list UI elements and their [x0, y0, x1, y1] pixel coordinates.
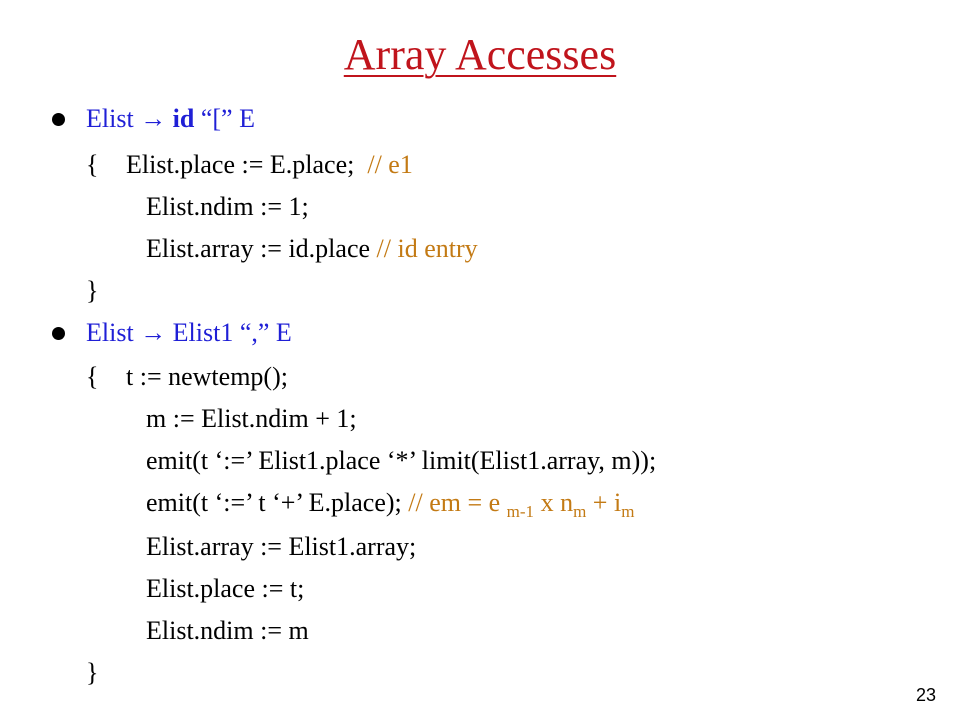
rule2-line5: Elist.array := Elist1.array; [146, 530, 416, 564]
rule2-line1: { t := newtemp(); [86, 360, 288, 394]
rule2-line1-code: t := newtemp(); [126, 362, 288, 391]
arrow-icon: → [140, 104, 167, 133]
rule2-line6: Elist.place := t; [146, 572, 304, 606]
slide-title: Array Accesses [0, 26, 960, 84]
subscript-m-1: m-1 [506, 502, 535, 522]
rule2-close-brace-text: } [86, 658, 99, 687]
rule2-line7-code: Elist.ndim := m [146, 616, 309, 645]
rule2-line2-code: m := Elist.ndim + 1; [146, 404, 357, 433]
bullet-rule-2 [52, 327, 65, 340]
rule1-line2: Elist.ndim := 1; [146, 190, 309, 224]
rule2-open-brace: { [86, 362, 99, 391]
rule2-line3-code: emit(t ‘:=’ Elist1.place ‘*’ limit(Elist… [146, 446, 657, 475]
rule1-line3-code: Elist.array := id.place [146, 234, 371, 263]
rule2-production: Elist → Elist1 “,” E [86, 316, 292, 350]
rule2-lhs: Elist [86, 318, 134, 347]
rule2-line5-code: Elist.array := Elist1.array; [146, 532, 417, 561]
comment-part-a: // em = e [408, 488, 501, 517]
rule2-rest: Elist1 “,” E [172, 318, 292, 347]
comment-part-c: + i [592, 488, 622, 517]
rule1-lhs: Elist [86, 104, 134, 133]
bullet-rule-1 [52, 113, 65, 126]
rule2-line6-code: Elist.place := t; [146, 574, 305, 603]
rule2-line2: m := Elist.ndim + 1; [146, 402, 357, 436]
rule1-rest: “[” E [200, 104, 255, 133]
page-number: 23 [915, 685, 936, 705]
comment-part-b: x n [540, 488, 574, 517]
rule2-line7: Elist.ndim := m [146, 614, 309, 648]
rule2-close-brace: } [86, 656, 98, 690]
rule1-id: id [172, 104, 195, 133]
slide-title-text: Array Accesses [343, 30, 617, 79]
rule1-line3: Elist.array := id.place // id entry [146, 232, 478, 266]
subscript-m-2: m [621, 502, 635, 522]
rule2-line3: emit(t ‘:=’ Elist1.place ‘*’ limit(Elist… [146, 444, 656, 478]
rule2-line4-code: emit(t ‘:=’ t ‘+’ E.place); [146, 488, 402, 517]
subscript-m: m [573, 502, 587, 522]
rule1-production: Elist → id “[” E [86, 102, 255, 136]
rule1-line2-code: Elist.ndim := 1; [146, 192, 309, 221]
rule1-open-brace: { [86, 150, 99, 179]
rule1-line3-comment: // id entry [376, 234, 478, 263]
rule2-line4: emit(t ‘:=’ t ‘+’ E.place); // em = e m-… [146, 486, 634, 529]
rule1-close-brace-text: } [86, 276, 99, 305]
arrow-icon: → [140, 318, 167, 347]
rule1-line1: { Elist.place := E.place; // e1 [86, 148, 413, 182]
rule1-line1-comment: // e1 [367, 150, 413, 179]
rule2-line4-comment: // em = e m-1 x nm + im [408, 488, 634, 521]
rule1-close-brace: } [86, 274, 98, 308]
rule1-line1-code: Elist.place := E.place; [126, 150, 355, 179]
